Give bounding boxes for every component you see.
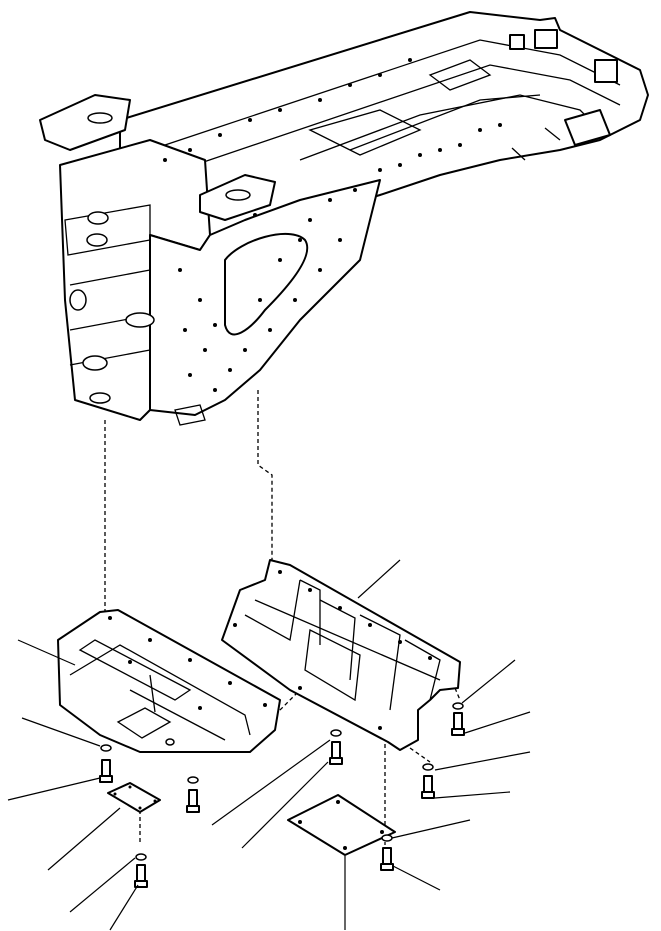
front-under-cover	[57, 609, 281, 753]
washer	[135, 853, 147, 861]
rear-access-plate	[287, 794, 396, 856]
washer	[452, 702, 464, 710]
bolt	[329, 741, 343, 765]
washer	[187, 776, 199, 784]
washer	[422, 763, 434, 771]
front-access-plate	[107, 782, 161, 813]
bolt	[380, 847, 394, 871]
bolt	[99, 759, 113, 783]
main-frame	[39, 11, 649, 426]
bolt	[421, 775, 435, 799]
washer	[330, 729, 342, 737]
washer	[100, 744, 112, 752]
rear-under-cover	[221, 559, 461, 751]
washer	[381, 834, 393, 842]
fasteners	[99, 702, 465, 888]
leader-lines	[7, 559, 531, 931]
bolt	[186, 789, 200, 813]
bolt	[451, 712, 465, 736]
bolt	[134, 864, 148, 888]
